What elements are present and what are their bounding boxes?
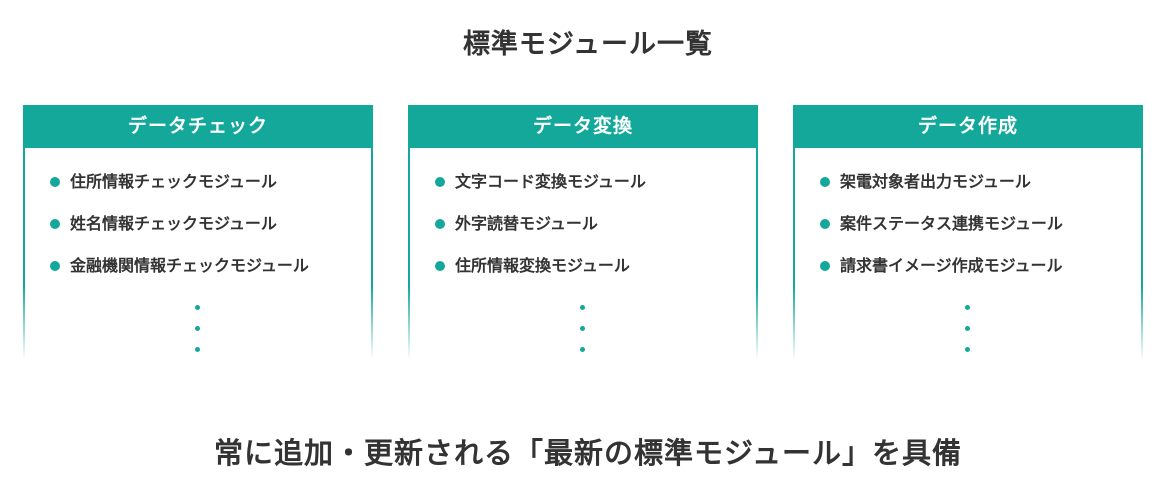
bullet-icon: [435, 261, 445, 271]
vertical-ellipsis-icon: [195, 305, 201, 368]
column-body: 文字コード変換モジュール 外字読替モジュール 住所情報変換モジュール: [408, 148, 758, 360]
bullet-icon: [50, 261, 60, 271]
bullet-icon: [435, 177, 445, 187]
ellipsis-dot: [195, 347, 200, 352]
bullet-icon: [50, 177, 60, 187]
column-header: データ変換: [408, 105, 758, 148]
list-item: 架電対象者出力モジュール: [820, 170, 1141, 212]
ellipsis-dot: [195, 305, 200, 310]
list-item: 外字読替モジュール: [435, 212, 756, 254]
column-header: データ作成: [793, 105, 1143, 148]
list-item: 姓名情報チェックモジュール: [50, 212, 371, 254]
page-title: 標準モジュール一覧: [462, 29, 714, 60]
ellipsis-dot: [965, 305, 970, 310]
ellipsis-dot: [580, 305, 585, 310]
footer-caption: 常に追加・更新される「最新の標準モジュール」を具備: [214, 436, 962, 470]
module-column-data-check: データチェック 住所情報チェックモジュール 姓名情報チェックモジュール 金融機関…: [23, 105, 373, 360]
ellipsis-dot: [965, 347, 970, 352]
column-header: データチェック: [23, 105, 373, 148]
list-item-label: 住所情報変換モジュール: [455, 256, 630, 275]
ellipsis-dot: [580, 347, 585, 352]
vertical-ellipsis-icon: [965, 305, 971, 368]
list-item: 金融機関情報チェックモジュール: [50, 254, 371, 296]
list-item: 案件ステータス連携モジュール: [820, 212, 1141, 254]
module-list: 文字コード変換モジュール 外字読替モジュール 住所情報変換モジュール: [410, 170, 756, 296]
list-item-label: 架電対象者出力モジュール: [840, 172, 1031, 191]
column-body: 住所情報チェックモジュール 姓名情報チェックモジュール 金融機関情報チェックモジ…: [23, 148, 373, 360]
list-item: 住所情報チェックモジュール: [50, 170, 371, 212]
module-list: 住所情報チェックモジュール 姓名情報チェックモジュール 金融機関情報チェックモジ…: [25, 170, 371, 296]
list-item-label: 案件ステータス連携モジュール: [840, 214, 1063, 233]
ellipsis-dot: [195, 326, 200, 331]
list-item-label: 文字コード変換モジュール: [455, 172, 646, 191]
list-item-label: 住所情報チェックモジュール: [70, 172, 277, 191]
ellipsis-dot: [580, 326, 585, 331]
bullet-icon: [50, 219, 60, 229]
list-item: 住所情報変換モジュール: [435, 254, 756, 296]
list-item: 文字コード変換モジュール: [435, 170, 756, 212]
list-item: 請求書イメージ作成モジュール: [820, 254, 1141, 296]
ellipsis-dot: [965, 326, 970, 331]
column-body: 架電対象者出力モジュール 案件ステータス連携モジュール 請求書イメージ作成モジュ…: [793, 148, 1143, 360]
bullet-icon: [820, 177, 830, 187]
module-list: 架電対象者出力モジュール 案件ステータス連携モジュール 請求書イメージ作成モジュ…: [795, 170, 1141, 296]
list-item-label: 外字読替モジュール: [455, 214, 598, 233]
list-item-label: 請求書イメージ作成モジュール: [840, 256, 1063, 275]
bullet-icon: [820, 261, 830, 271]
list-item-label: 金融機関情報チェックモジュール: [70, 256, 309, 275]
list-item-label: 姓名情報チェックモジュール: [70, 214, 277, 233]
vertical-ellipsis-icon: [580, 305, 586, 368]
bullet-icon: [820, 219, 830, 229]
bullet-icon: [435, 219, 445, 229]
module-column-data-creation: データ作成 架電対象者出力モジュール 案件ステータス連携モジュール 請求書イメー…: [793, 105, 1143, 360]
module-column-data-conversion: データ変換 文字コード変換モジュール 外字読替モジュール 住所情報変換モジュール: [408, 105, 758, 360]
